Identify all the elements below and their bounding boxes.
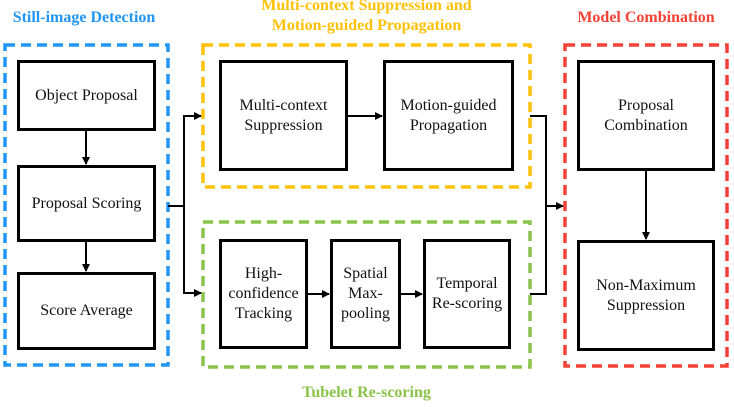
node-object-proposal-label: Object Proposal — [35, 86, 138, 104]
node-tracking-line1: High- — [244, 265, 283, 282]
model-combination-group-border — [563, 43, 729, 368]
node-maxpool-line3: pooling — [341, 305, 390, 322]
node-maxpool-line2: Max- — [348, 285, 383, 302]
arrow-still-image-to-multi-context — [183, 112, 202, 206]
node-spatial-max-pooling: Spatial Max- pooling — [330, 239, 401, 349]
node-proposal-scoring-label: Proposal Scoring — [31, 194, 142, 212]
node-mcs-line2: Suppression — [244, 116, 323, 134]
mcs-mgp-title: Multi-context Suppression and Motion-gui… — [203, 0, 530, 36]
connector-mgp-out — [530, 115, 547, 295]
node-mgp-line2: Propagation — [409, 116, 488, 134]
node-proposal-combination-line1: Proposal — [618, 96, 674, 114]
node-tracking-line3: Tracking — [234, 305, 293, 322]
node-score-average: Score Average — [17, 272, 156, 350]
node-nms-line2: Suppression — [606, 296, 686, 314]
node-score-average-label: Score Average — [40, 302, 133, 319]
node-temporal-line1: Temporal — [436, 275, 498, 292]
node-proposal-combination-line2: Combination — [604, 116, 688, 134]
mcs-mgp-title-line1: Multi-context Suppression and — [261, 0, 472, 14]
mcs-mgp-title-line2: Motion-guided Propagation — [271, 17, 462, 34]
node-non-maximum-suppression: Non-Maximum Suppression — [577, 240, 715, 351]
node-maxpool-line1: Spatial — [343, 265, 388, 282]
node-temporal-line2: Re-scoring — [431, 295, 503, 312]
node-tracking-line2: confidence — [228, 285, 299, 302]
still-image-title: Still-image Detection — [12, 9, 156, 26]
node-multi-context-suppression: Multi-context Suppression — [219, 60, 348, 171]
node-motion-guided-propagation: Motion-guided Propagation — [383, 60, 514, 171]
node-mcs-line1: Multi-context — [239, 96, 328, 114]
node-high-confidence-tracking: High- confidence Tracking — [219, 239, 308, 349]
mcs-mgp-group-border — [201, 43, 532, 189]
node-proposal-combination: Proposal Combination — [577, 60, 715, 171]
node-temporal-re-scoring: Temporal Re-scoring — [423, 239, 511, 349]
node-object-proposal: Object Proposal — [17, 60, 156, 131]
node-mgp-line1: Motion-guided — [400, 96, 497, 114]
tubelet-title: Tubelet Re-scoring — [302, 384, 431, 401]
arrow-still-image-to-tracking — [183, 206, 202, 297]
node-proposal-scoring: Proposal Scoring — [17, 165, 156, 242]
node-nms-line1: Non-Maximum — [596, 276, 696, 294]
model-combination-title: Model Combination — [577, 9, 715, 26]
tubelet-group-border — [201, 220, 532, 369]
